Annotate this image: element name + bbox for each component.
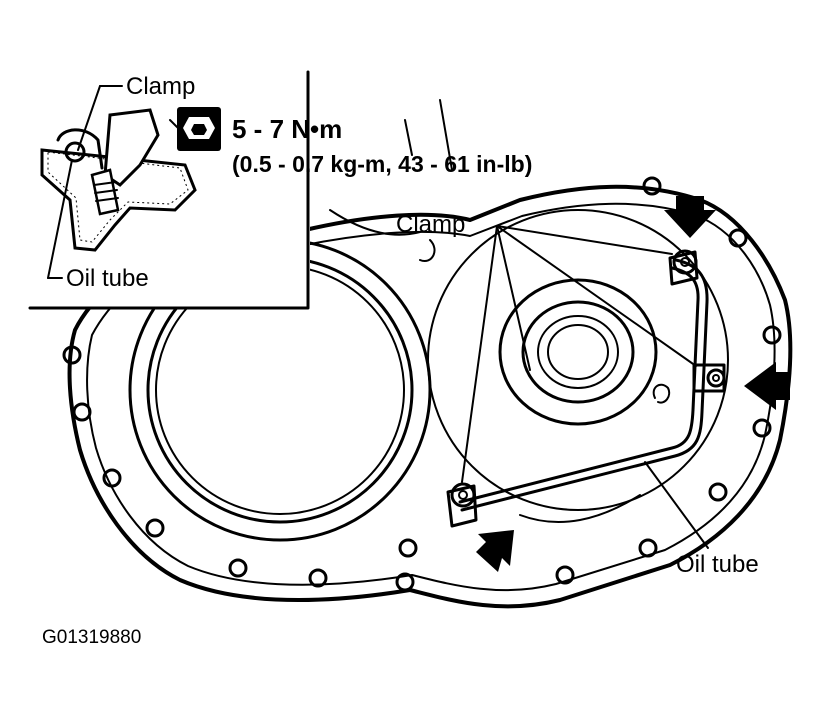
torque-spec-line-1: 5 - 7 N•m xyxy=(232,114,342,144)
main-clamp-leaders xyxy=(461,225,709,549)
main-oil-tube xyxy=(458,258,709,512)
inset-oil-tube-label: Oil tube xyxy=(66,265,149,292)
torque-spec-line-2: (0.5 - 0.7 kg-m, 43 - 61 in-lb) xyxy=(232,151,532,177)
bolt-torque-icon xyxy=(177,107,221,151)
flange-bolt-holes xyxy=(62,176,782,592)
figure-id: G01319880 xyxy=(42,627,141,648)
main-oil-tube-label: Oil tube xyxy=(676,551,759,578)
main-clamp-label: Clamp xyxy=(396,211,465,238)
black-arrow-icon xyxy=(476,196,790,572)
inset-clamp-label: Clamp xyxy=(126,73,195,100)
main-clamp-top xyxy=(668,249,699,286)
main-clamp-bottom xyxy=(446,482,478,528)
inset-cross-section xyxy=(40,108,201,252)
right-bearing-boss xyxy=(329,99,729,524)
inset-panel xyxy=(28,60,310,310)
main-clamp-right xyxy=(692,363,726,393)
